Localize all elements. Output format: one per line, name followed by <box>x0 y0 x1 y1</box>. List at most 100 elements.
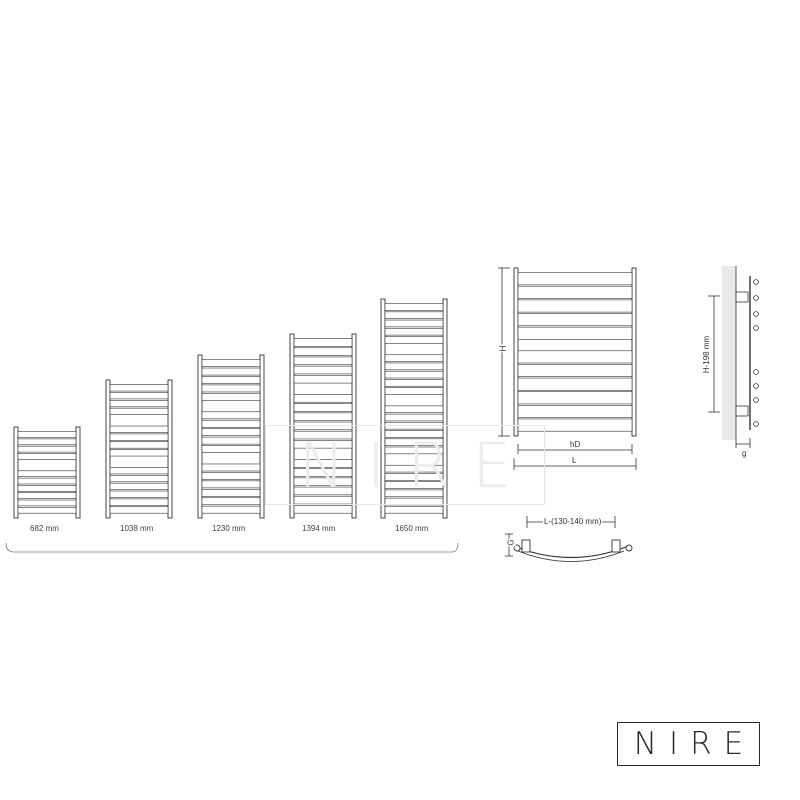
side-bar-profile <box>753 311 759 317</box>
radiator-bar <box>517 313 633 327</box>
radiator-bar <box>109 490 169 498</box>
width-dimension-label: L <box>571 456 578 465</box>
radiator-bar <box>201 393 261 401</box>
radiator-bar <box>384 506 444 514</box>
size-label-1230: 1230 mm <box>212 524 246 533</box>
radiator-bar <box>201 497 261 506</box>
side-bar-profile <box>753 383 759 389</box>
radiator-bar <box>201 436 261 445</box>
radiator-bar <box>201 384 261 393</box>
radiator-bar <box>17 492 77 499</box>
side-bar-profile <box>753 295 759 301</box>
radiator-bar <box>384 303 444 311</box>
radiator-bar <box>293 375 353 384</box>
wall-bracket-top <box>735 291 749 303</box>
radiator-bar <box>293 347 353 356</box>
radiator-bar <box>201 367 261 376</box>
range-bracket <box>5 542 459 553</box>
radiator-bar <box>201 359 261 367</box>
radiator-bar <box>293 459 353 468</box>
radiator-bar <box>17 499 77 507</box>
radiator-bar <box>384 446 444 455</box>
radiator-bar <box>384 362 444 371</box>
radiator-bar <box>201 428 261 437</box>
size-label-1650: 1650 mm <box>395 524 429 533</box>
radiator-bar <box>293 412 353 421</box>
wall-section <box>722 266 736 440</box>
radiator-bar <box>17 453 77 460</box>
radiator-bar <box>109 441 169 449</box>
radiator-bar <box>384 473 444 481</box>
radiator-bar <box>293 394 353 403</box>
radiator-bar <box>384 405 444 414</box>
radiator-bar <box>293 338 353 347</box>
radiator-bar <box>517 391 633 405</box>
radiator-bar <box>293 403 353 412</box>
radiator-bar <box>17 438 77 446</box>
radiator-left-rail <box>105 379 111 519</box>
watermark: NIRE <box>265 425 545 505</box>
radiator-bar <box>384 430 444 438</box>
wall-bracket-bottom <box>735 405 749 417</box>
radiator-bar <box>201 419 261 428</box>
size-label-682: 682 mm <box>30 524 59 533</box>
top-view-pipe-right <box>625 544 633 552</box>
radiator-bar <box>109 449 169 457</box>
radiator-bar <box>109 475 169 483</box>
radiator-bar <box>517 285 633 299</box>
front-view-radiator <box>513 267 637 437</box>
top-width-label: L-(130-140 mm) <box>543 517 603 526</box>
radiator-bar <box>384 438 444 446</box>
radiator-bar <box>201 505 261 514</box>
radiator-bar <box>17 477 77 485</box>
top-view-valve-left <box>521 539 531 553</box>
radiator-left-rail <box>513 267 519 437</box>
radiator-left-rail <box>197 354 203 519</box>
side-bar-profile <box>753 369 759 375</box>
radiator-bar <box>109 384 169 392</box>
radiator-bar <box>293 365 353 375</box>
radiator-1650 <box>380 298 448 519</box>
side-bar-profile <box>753 279 759 285</box>
radiator-1394 <box>289 333 357 519</box>
radiator-bar <box>384 464 444 473</box>
radiator-682 <box>13 426 81 519</box>
size-label-1038: 1038 mm <box>120 524 154 533</box>
pipe-spacing-label: H-198 mm <box>702 334 712 375</box>
radiator-bar <box>293 440 353 449</box>
radiator-bar <box>384 336 444 344</box>
radiator-bar <box>517 272 633 286</box>
radiator-bar <box>109 407 169 415</box>
radiator-bar <box>384 387 444 395</box>
radiator-bar <box>293 430 353 440</box>
radiator-bar <box>201 472 261 480</box>
height-dimension-label: H <box>498 344 508 353</box>
radiator-bar <box>517 299 633 313</box>
radiator-bar <box>109 400 169 408</box>
radiator-bar <box>109 425 169 433</box>
size-label-1394: 1394 mm <box>302 524 336 533</box>
radiator-bar <box>517 350 633 364</box>
radiator-bar <box>293 356 353 366</box>
side-bar-profile <box>753 397 759 403</box>
radiator-bar <box>384 311 444 319</box>
centre-distance-label: hD <box>569 440 582 449</box>
radiator-bar <box>293 468 353 477</box>
wall-offset-label: g <box>741 449 748 458</box>
radiator-bar <box>109 498 169 506</box>
radiator-bar <box>17 485 77 492</box>
radiator-1038 <box>105 379 173 519</box>
radiator-1230 <box>197 354 265 519</box>
radiator-bar <box>109 482 169 490</box>
depth-dimension-label: G <box>506 538 516 547</box>
radiator-bar <box>17 506 77 514</box>
radiator-bar <box>384 481 444 489</box>
top-view-curve-back <box>517 550 625 562</box>
radiator-bar <box>109 506 169 514</box>
radiator-bar <box>17 445 77 453</box>
radiator-bar <box>201 463 261 472</box>
radiator-bar <box>384 370 444 379</box>
radiator-bar <box>384 379 444 387</box>
radiator-bar <box>17 470 77 477</box>
